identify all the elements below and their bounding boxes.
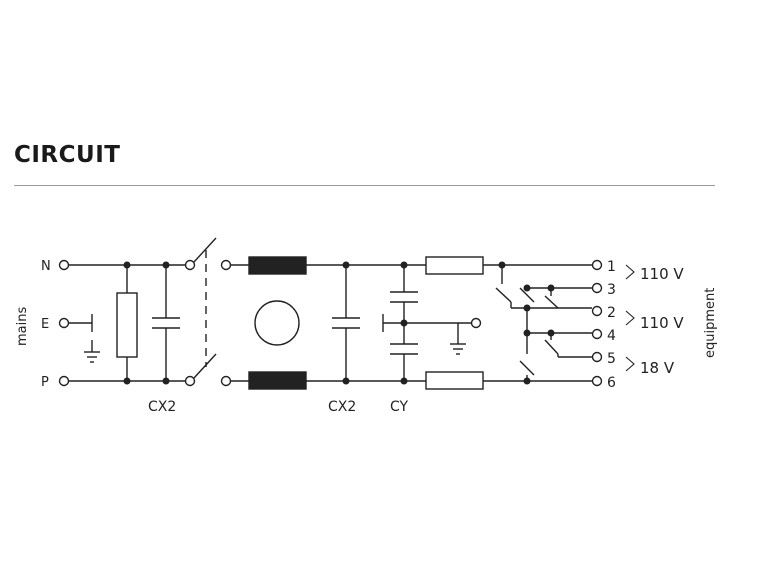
label-mains: mains bbox=[15, 307, 30, 346]
voltage-selector bbox=[495, 265, 592, 381]
label-110v-b: 110 V bbox=[640, 314, 684, 332]
capacitor-cx2-mid bbox=[332, 265, 360, 381]
resistor-element bbox=[116, 265, 138, 381]
capacitor-cx2-left bbox=[152, 265, 180, 381]
terminal-n bbox=[58, 259, 70, 271]
junction-dots-left bbox=[123, 261, 170, 385]
capacitor-cy bbox=[382, 265, 482, 381]
label-cx2-left: CX2 bbox=[148, 399, 176, 415]
junction-dots-mid bbox=[342, 261, 408, 385]
label-e: E bbox=[41, 317, 49, 332]
earth-symbol-left bbox=[69, 314, 100, 363]
label-out-3: 3 bbox=[607, 282, 616, 298]
fuse-p bbox=[425, 371, 484, 390]
label-110v-a: 110 V bbox=[640, 265, 684, 283]
common-mode-choke bbox=[248, 256, 307, 390]
output-terminals bbox=[591, 259, 603, 387]
label-18v: 18 V bbox=[640, 359, 675, 377]
fuse-n bbox=[425, 256, 484, 275]
junction-dots-right bbox=[498, 261, 555, 385]
label-out-2: 2 bbox=[607, 305, 616, 321]
terminal-e bbox=[58, 317, 70, 329]
label-cy: CY bbox=[390, 399, 409, 415]
double-pole-switch bbox=[184, 237, 232, 387]
section-title: CIRCUIT bbox=[14, 142, 121, 168]
label-p: P bbox=[41, 375, 49, 390]
label-out-5: 5 bbox=[607, 351, 616, 367]
terminal-p bbox=[58, 375, 70, 387]
label-equipment: equipment bbox=[703, 288, 718, 358]
label-n: N bbox=[41, 259, 51, 274]
label-cx2-mid: CX2 bbox=[328, 399, 356, 415]
label-out-4: 4 bbox=[607, 328, 616, 344]
label-out-1: 1 bbox=[607, 259, 616, 275]
voltage-brackets bbox=[625, 264, 635, 372]
label-out-6: 6 bbox=[607, 375, 616, 391]
title-divider bbox=[14, 185, 715, 186]
